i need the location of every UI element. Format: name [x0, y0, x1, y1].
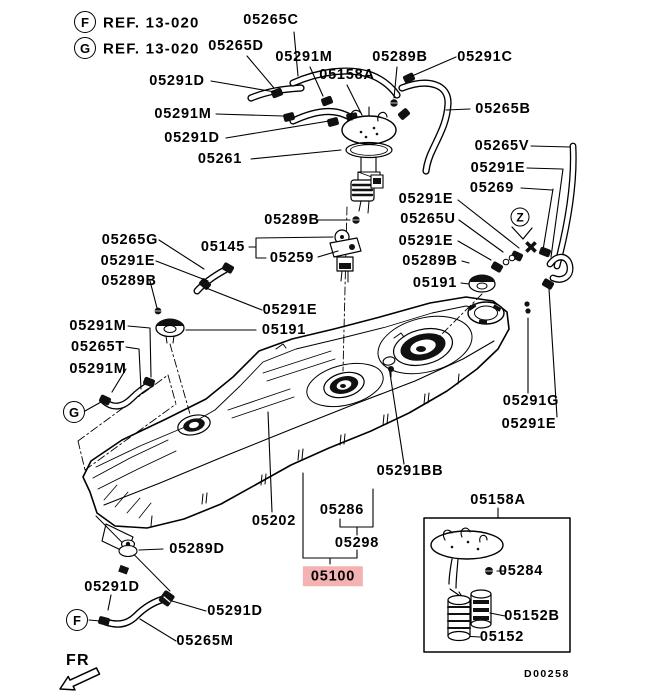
part-label-05291m-1[interactable]: 05291M — [275, 48, 333, 65]
part-label-05291e-3[interactable]: 05291E — [398, 232, 454, 249]
part-label-05291m-3[interactable]: 05291M — [69, 317, 127, 334]
part-label-05152[interactable]: 05152 — [479, 628, 525, 645]
part-label-05289b-2[interactable]: 05289B — [402, 252, 458, 269]
part-label-05291e-4[interactable]: 05291E — [100, 252, 156, 269]
part-label-05289b-4[interactable]: 05289B — [101, 272, 157, 289]
part-label-05261[interactable]: 05261 — [197, 150, 243, 167]
part-label-05191-2[interactable]: 05191 — [261, 321, 307, 338]
part-label-05291m-4[interactable]: 05291M — [69, 360, 127, 377]
fr-direction-arrow — [59, 667, 101, 691]
part-label-05291e-5[interactable]: 05291E — [262, 301, 318, 318]
part-label-05291e-2[interactable]: 05291E — [398, 190, 454, 207]
inset-box-drawing — [423, 517, 571, 653]
part-label-05100-highlighted[interactable]: 05100 — [302, 566, 364, 586]
part-label-05291d-3[interactable]: 05291D — [84, 578, 140, 595]
marker-f[interactable]: F — [66, 609, 88, 631]
marker-g[interactable]: G — [63, 401, 85, 423]
part-label-05291bb[interactable]: 05291BB — [376, 462, 444, 479]
part-label-05191-1[interactable]: 05191 — [412, 274, 458, 291]
part-label-05269[interactable]: 05269 — [469, 179, 515, 196]
fuel-tank-drawing — [82, 296, 510, 592]
part-label-05158a-1[interactable]: 05158A — [319, 66, 375, 83]
part-label-05145[interactable]: 05145 — [200, 238, 246, 255]
part-label-05158a-2[interactable]: 05158A — [470, 491, 526, 508]
part-label-05284[interactable]: 05284 — [498, 562, 544, 579]
part-label-05291d-2[interactable]: 05291D — [164, 129, 220, 146]
part-label-05152b[interactable]: 05152B — [504, 607, 560, 624]
marker-z[interactable]: Z — [510, 207, 530, 227]
leader-lines — [84, 31, 571, 642]
part-label-05291c[interactable]: 05291C — [457, 48, 513, 65]
part-label-05291g[interactable]: 05291G — [502, 392, 560, 409]
part-label-05202[interactable]: 05202 — [251, 512, 297, 529]
ref-badge-f[interactable]: F — [74, 11, 96, 33]
part-label-05265c[interactable]: 05265C — [243, 11, 299, 28]
fr-label: FR — [66, 652, 90, 669]
ref-text-f: REF. 13-020 — [103, 14, 200, 32]
right-pipe-cluster-drawing — [467, 142, 577, 325]
part-label-05291e-6[interactable]: 05291E — [501, 415, 557, 432]
part-label-05291m-2[interactable]: 05291M — [154, 105, 212, 122]
part-label-05291d-1[interactable]: 05291D — [149, 72, 205, 89]
filler-parts-drawing — [98, 262, 235, 628]
part-label-05265b[interactable]: 05265B — [475, 100, 531, 117]
part-label-05265m[interactable]: 05265M — [176, 632, 234, 649]
ref-text-g: REF. 13-020 — [103, 40, 200, 58]
part-label-05265d[interactable]: 05265D — [208, 37, 264, 54]
part-label-05289d[interactable]: 05289D — [169, 540, 225, 557]
part-label-05289b-3[interactable]: 05289B — [264, 211, 320, 228]
part-label-05265t[interactable]: 05265T — [71, 338, 125, 355]
part-label-05265v[interactable]: 05265V — [474, 137, 530, 154]
part-label-05289b-1[interactable]: 05289B — [372, 48, 428, 65]
diagram-code: D00258 — [524, 668, 570, 680]
part-label-05298[interactable]: 05298 — [334, 534, 380, 551]
part-label-05286[interactable]: 05286 — [319, 501, 365, 518]
part-label-05291d-4[interactable]: 05291D — [207, 602, 263, 619]
ref-badge-g[interactable]: G — [74, 37, 96, 59]
part-label-05291e-1[interactable]: 05291E — [470, 159, 526, 176]
part-label-05259[interactable]: 05259 — [269, 249, 315, 266]
part-label-05265g[interactable]: 05265G — [101, 231, 159, 248]
part-label-05265u[interactable]: 05265U — [400, 210, 456, 227]
